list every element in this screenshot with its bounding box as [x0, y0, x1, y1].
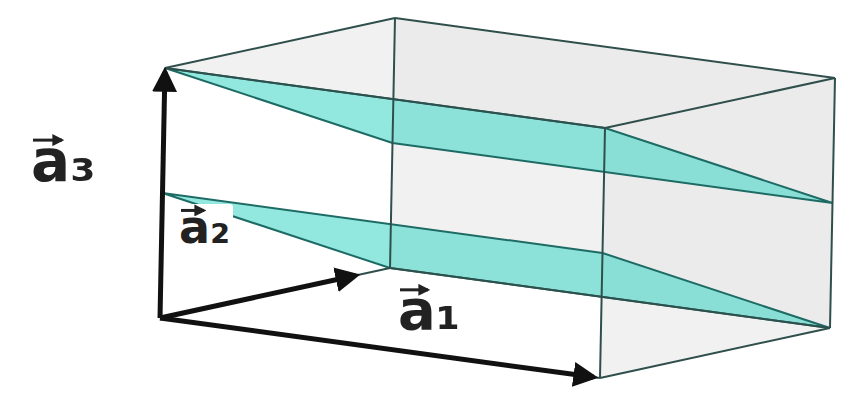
cell-edge — [160, 268, 390, 318]
cell-edge — [160, 318, 600, 378]
vector-accent — [400, 288, 428, 291]
cell-edge — [160, 68, 165, 318]
cell-edge — [165, 18, 395, 68]
lattice-plane — [163, 193, 831, 328]
lattice-plane — [165, 68, 833, 203]
cell-edge — [830, 78, 835, 328]
cell-edge — [600, 328, 830, 378]
vector-label: a₁ — [395, 282, 463, 338]
vector-arrows — [33, 140, 428, 290]
cell-face — [600, 78, 835, 378]
lattice-vector — [160, 276, 356, 319]
vector-accent — [33, 139, 62, 142]
cell-edge — [395, 18, 835, 78]
vector-label: a₂ — [176, 204, 233, 250]
cell-face — [165, 18, 835, 128]
lattice-vector — [160, 72, 165, 318]
lattice-vector — [160, 318, 593, 377]
lattice-cell — [160, 18, 835, 378]
cell-edge — [390, 18, 395, 268]
cell-edge — [605, 78, 835, 128]
lattice-vectors — [160, 72, 593, 377]
vector-label: a₃ — [28, 132, 99, 190]
cell-edge — [165, 68, 605, 128]
vector-accent — [181, 209, 204, 212]
cell-edge — [600, 128, 605, 378]
